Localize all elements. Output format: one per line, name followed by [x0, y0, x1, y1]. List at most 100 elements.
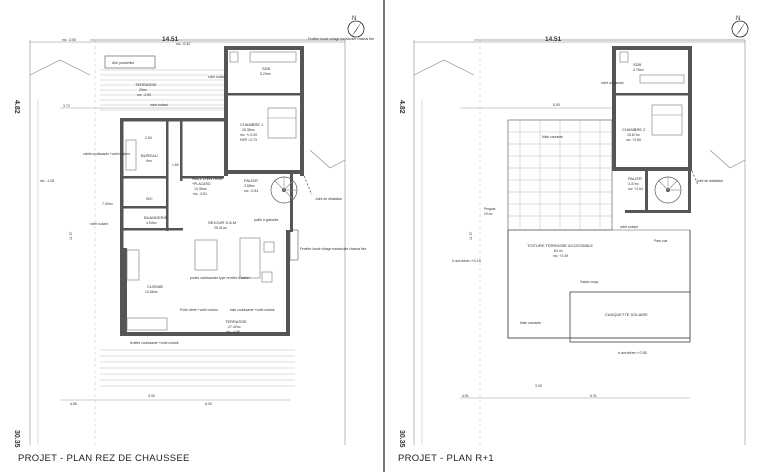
toiture-outline: [507, 230, 691, 339]
note-volet-roulant: volet roulant: [620, 225, 638, 229]
cuisine-area: 12.66m²: [145, 290, 159, 294]
wall: [616, 93, 688, 96]
dim-7-30: 7.30m²: [102, 202, 114, 206]
dining-table-icon: [194, 239, 218, 271]
neighbour-roof: [29, 59, 91, 76]
dim-2-50: 2.50: [145, 136, 152, 140]
stove-icon: [263, 241, 275, 253]
palier-label: PALIER: [244, 178, 258, 183]
wall: [182, 176, 224, 179]
note-acrotere2: h acrotère=+2.50: [618, 351, 647, 355]
note-baie: baie coulissante +volet roulant: [230, 308, 275, 312]
dim-3-30: 3.30: [535, 384, 542, 388]
hall-sub: +PLACARD: [192, 182, 211, 186]
sdb-area: 5.20m²: [260, 72, 272, 76]
abri-box: [104, 55, 156, 69]
wall: [123, 248, 127, 332]
sejour-label: SEJOUR S.A.M: [208, 220, 236, 225]
terrasse-bottom-area: 27.42m²: [228, 325, 242, 329]
shower-icon: [639, 74, 685, 84]
north-label: N: [736, 16, 740, 22]
north-arrow-icon: N: [731, 16, 749, 38]
chambre1-area: 15.36m²: [242, 128, 256, 132]
wc-label: WC: [146, 196, 153, 201]
right-plan-title: PROJET - PLAN R+1: [398, 453, 494, 464]
wall: [123, 228, 183, 231]
neighbour-right: [709, 149, 746, 169]
wall: [645, 167, 648, 212]
toiture-label: TOITURE TERRASSE ACCESSIBLE: [527, 243, 593, 248]
bureau-label: BUREAU: [141, 153, 158, 158]
toilet-icon: [619, 51, 629, 63]
dim-4-56: 4.56: [70, 402, 77, 406]
bathtub-icon: [249, 51, 297, 63]
chambre1-label: CHAMBRE 1: [240, 122, 264, 127]
wall: [228, 93, 300, 96]
chambre1-hsp: HSP =2.73: [240, 138, 257, 142]
wall: [120, 332, 290, 336]
buanderie-label: BUANDERIE: [144, 215, 168, 220]
sdb-label: SDB: [633, 62, 642, 67]
toilet-icon: [229, 51, 239, 63]
terrasse-top-label: TERRASSE: [135, 82, 157, 87]
dim-11-57: 11.57: [469, 231, 473, 240]
chambre2-level: niv. +2.80: [626, 138, 641, 142]
note-volet-left2: volet roulant: [90, 222, 108, 226]
note-fenetre-haute-top: Fenêtre haute vitrage translucide chassi…: [308, 37, 374, 41]
wall: [224, 46, 228, 176]
chambre1-level: niv. +/-0.00: [240, 133, 257, 137]
dim-side-top: 4.82: [398, 100, 405, 114]
dim-6-30: 6.30: [205, 402, 212, 406]
dim-11-57: 11.57: [69, 231, 73, 240]
note-pare-vue: Pare-vue: [654, 239, 668, 243]
level-top-left: niv. -0.55: [62, 38, 76, 42]
note-volet-top: volet roulant: [208, 75, 226, 79]
wall: [224, 46, 304, 50]
wall: [625, 210, 691, 213]
joint-line: [303, 175, 313, 196]
dim-3-30: 3.30: [148, 394, 155, 398]
kitchen-side: [126, 249, 140, 281]
hall-area: 10.36m²: [194, 187, 208, 191]
terrasse-top-area: 29m²: [139, 88, 148, 92]
armchair-icon: [261, 271, 273, 283]
note-volets-left: volets coulissants +volet roulant: [83, 152, 130, 156]
note-main-courante-top: Main courante: [542, 135, 563, 139]
dim-1-60: 1.60: [172, 163, 179, 167]
note-garde-corps: Garde-corps: [580, 280, 599, 284]
north-arrow-icon: N: [347, 16, 365, 38]
terrasse-top-level: niv. -0.90: [137, 93, 151, 97]
sdb-label: SDB: [262, 66, 271, 71]
dim-5-50: 5.50: [553, 103, 560, 107]
dim-top: 14.51: [545, 36, 562, 43]
note-main-courante-bottom: Main courante: [520, 321, 541, 325]
dim-side-bottom: 30.35: [13, 430, 20, 448]
dim-top: 14.51: [162, 36, 179, 43]
window-high: [289, 229, 299, 261]
note-pergola: Pergola: [484, 207, 496, 211]
dim-side-bottom: 30.35: [398, 430, 405, 448]
palier-area: 3.37m²: [628, 182, 640, 186]
wall: [286, 230, 290, 336]
cuisine-label: CUISINE: [147, 284, 164, 289]
level-left: niv. -1.08: [40, 179, 54, 183]
wall: [123, 176, 168, 179]
pergola-slats: [508, 120, 612, 230]
wall: [612, 46, 692, 50]
sdb-area: 4.76m²: [633, 68, 645, 72]
palier-label: PALIER: [628, 176, 642, 181]
note-joint: Joint de dilatation: [696, 179, 723, 183]
right-plan: 14.51 4.82 30.35 SDB 4.76m² CHAMBRE 2 15…: [398, 16, 749, 448]
neighbour-right: [309, 149, 346, 169]
buanderie-area: 4.54m²: [146, 221, 158, 225]
casquette-label: CASQUETTE SOLAIRE: [605, 312, 648, 317]
dim-4-51: 4.51: [462, 394, 469, 398]
wall: [123, 206, 168, 209]
note-poele: poêle à granulés: [254, 218, 279, 222]
note-fenetre-bottom: fenêtre coulissante +volet roulant: [130, 341, 179, 345]
chambre2-label: CHAMBRE 2: [622, 127, 646, 132]
dim-6-31: 6.31: [590, 394, 597, 398]
joint-line: [691, 170, 699, 186]
wall: [120, 118, 124, 336]
